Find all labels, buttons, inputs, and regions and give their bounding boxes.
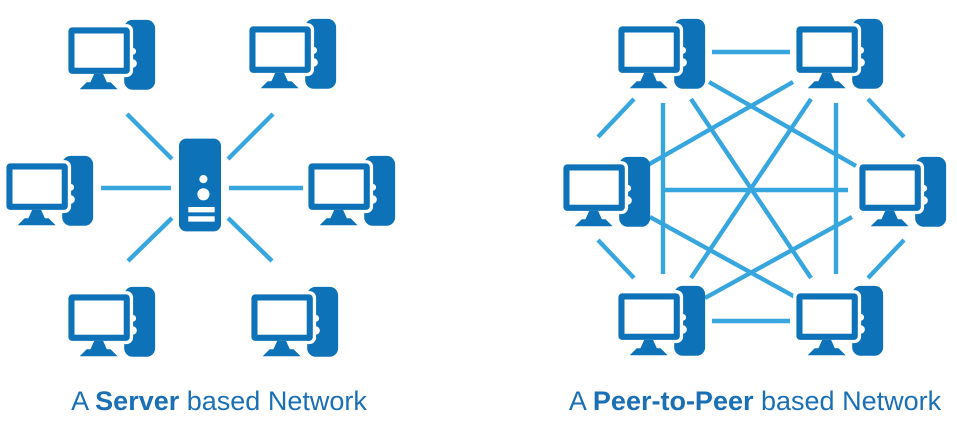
computer-icon	[3, 155, 94, 226]
server-icon	[178, 138, 222, 232]
computer-icon	[65, 286, 156, 357]
peer-to-peer-network-diagram	[560, 18, 947, 356]
network-link	[596, 238, 636, 280]
network-link	[866, 238, 906, 280]
computer-icon	[793, 18, 884, 89]
computer-icon	[305, 155, 396, 226]
network-link	[648, 215, 799, 300]
caption-emphasis: Server	[95, 386, 180, 416]
computer-icon	[793, 285, 884, 356]
caption-text: A	[568, 386, 593, 416]
computer-icon	[246, 18, 337, 89]
computer-icon	[560, 156, 651, 227]
network-link	[866, 97, 906, 139]
network-link	[596, 97, 636, 139]
caption-emphasis: Peer-to-Peer	[592, 386, 754, 416]
network-link	[126, 216, 174, 263]
computer-icon	[248, 286, 339, 357]
network-link	[125, 112, 174, 161]
computer-icon	[65, 19, 156, 90]
peer-to-peer-caption: A Peer-to-Peer based Network	[538, 384, 957, 418]
caption-text: A	[71, 386, 96, 416]
diagram-canvas	[3, 18, 947, 357]
network-link	[703, 215, 854, 300]
caption-text: based Network	[753, 386, 942, 416]
computer-icon	[856, 156, 947, 227]
server-network-diagram	[3, 18, 396, 357]
caption-text: based Network	[179, 386, 367, 416]
network-link	[226, 112, 275, 161]
network-link	[707, 80, 858, 168]
computer-icon	[615, 18, 706, 89]
network-link	[644, 80, 795, 168]
server-network-caption: A Server based Network	[0, 384, 438, 418]
network-link	[226, 216, 274, 263]
computer-icon	[615, 285, 706, 356]
